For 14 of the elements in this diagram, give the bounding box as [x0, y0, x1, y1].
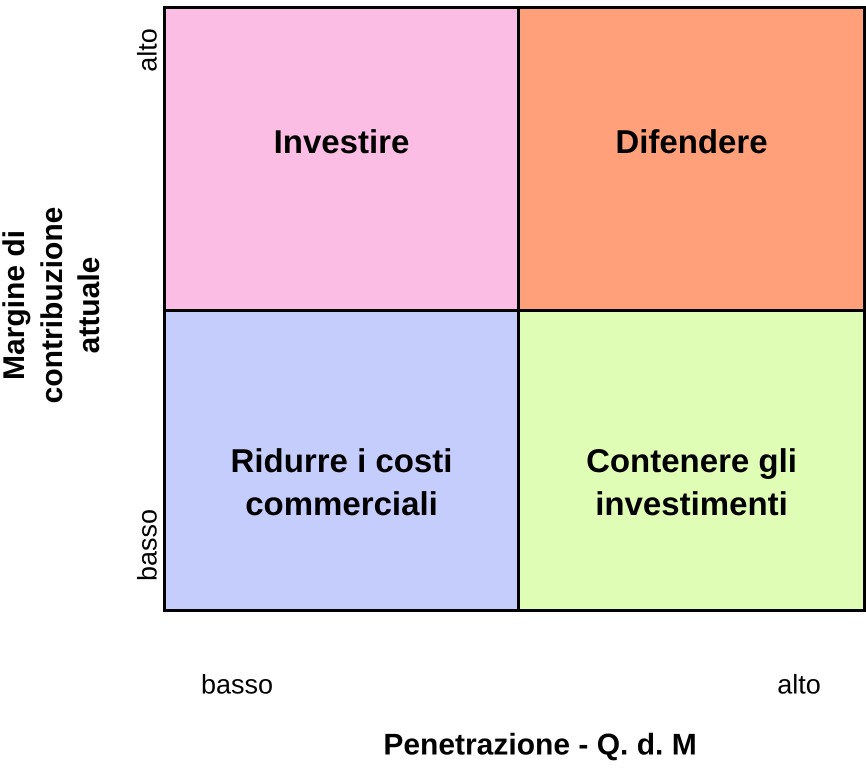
- quadrant-label: Contenere gli investimenti: [585, 441, 798, 524]
- quadrant-box: [517, 309, 866, 612]
- quadrant-label: Ridurre i costi commerciali: [230, 441, 454, 524]
- axis-title: Margine di contribuzione attuale: [0, 206, 107, 406]
- quadrant-label: Investire: [274, 122, 410, 162]
- quadrant-box: [163, 309, 520, 612]
- quadrant-box: [163, 6, 520, 312]
- quadrant-label: Difendere: [615, 122, 768, 162]
- axis-tick-label: alto: [777, 670, 821, 700]
- quadrant-box: [517, 6, 866, 312]
- axis-title: Penetrazione - Q. d. M: [383, 727, 697, 764]
- axis-tick-label: alto: [132, 28, 164, 72]
- axis-tick-label: basso: [132, 508, 164, 582]
- axis-tick-label: basso: [200, 670, 274, 700]
